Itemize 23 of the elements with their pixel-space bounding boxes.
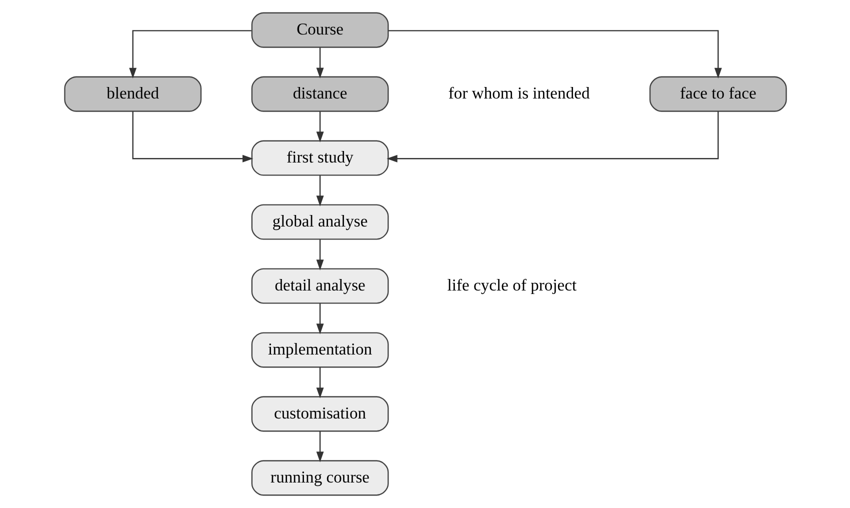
node-box: detail analyse	[250, 268, 388, 304]
arrow	[316, 303, 324, 334]
label: for whom is intended	[448, 83, 590, 102]
arrow	[316, 48, 324, 78]
node-box: global analyse	[250, 204, 388, 240]
node-box: implementation	[250, 332, 388, 368]
arrow	[388, 30, 722, 79]
arrow	[316, 240, 324, 270]
node-box: blended	[64, 76, 202, 112]
node-box: running course	[250, 460, 388, 496]
arrow	[316, 176, 324, 206]
node-box: first study	[250, 140, 388, 176]
arrow	[132, 111, 253, 162]
label: life cycle of project	[446, 275, 576, 294]
node-box: Course	[250, 12, 388, 48]
arrow	[128, 30, 251, 79]
node-box: distance	[250, 76, 388, 112]
arrow	[386, 111, 718, 162]
node-box: customisation	[250, 396, 388, 432]
arrow	[316, 112, 324, 142]
arrow	[316, 367, 324, 398]
arrow	[316, 431, 324, 462]
node-box: face to face	[648, 76, 786, 112]
